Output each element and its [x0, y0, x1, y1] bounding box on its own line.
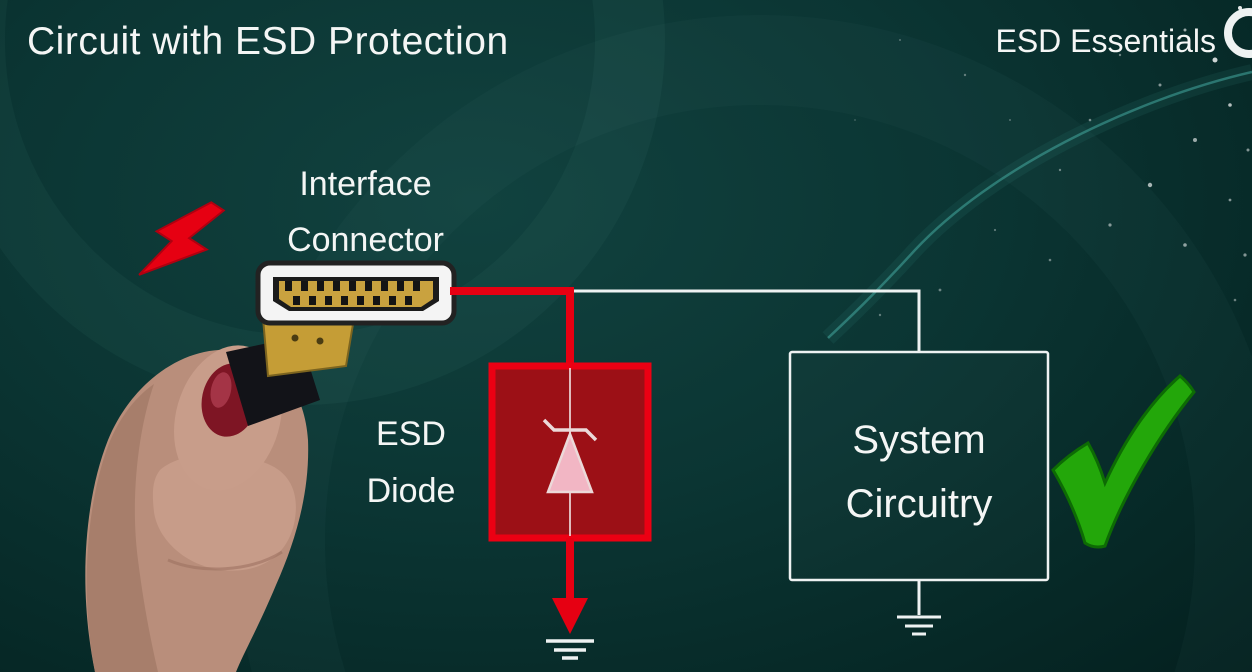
- label-line: Diode: [366, 472, 456, 510]
- label-line: ESD: [376, 415, 446, 453]
- ground-symbol-icon: [897, 615, 941, 636]
- label-line: Interface: [299, 165, 432, 203]
- green-checkmark-icon: [1051, 374, 1196, 549]
- page-title: Circuit with ESD Protection: [27, 20, 509, 63]
- ground-symbol-icon: [546, 639, 594, 660]
- label-line: Circuitry: [845, 482, 993, 526]
- sweep-curve: [827, 70, 1252, 339]
- sparkle-dots-icon: [854, 6, 1250, 317]
- sweep-curve-glow: [822, 64, 1252, 344]
- label-line: Connector: [287, 221, 444, 259]
- hand-photo: [85, 345, 309, 672]
- brand-text: ESD Essentials: [995, 23, 1216, 59]
- wire-red-esd-path: [450, 287, 574, 372]
- partial-circle-logo-icon: [1224, 8, 1252, 58]
- zener-diode-icon: [542, 368, 598, 536]
- esd-diode-label: ESD Diode: [340, 406, 482, 520]
- wire-to-system: [452, 289, 921, 353]
- interface-connector-label: Interface Connector: [263, 156, 468, 268]
- lightning-bolt-icon: [138, 201, 226, 276]
- system-circuitry-label: System Circuitry: [790, 408, 1048, 536]
- label-line: System: [852, 418, 986, 462]
- arrowhead-down-icon: [552, 598, 588, 634]
- hdmi-connector-icon: [226, 260, 457, 426]
